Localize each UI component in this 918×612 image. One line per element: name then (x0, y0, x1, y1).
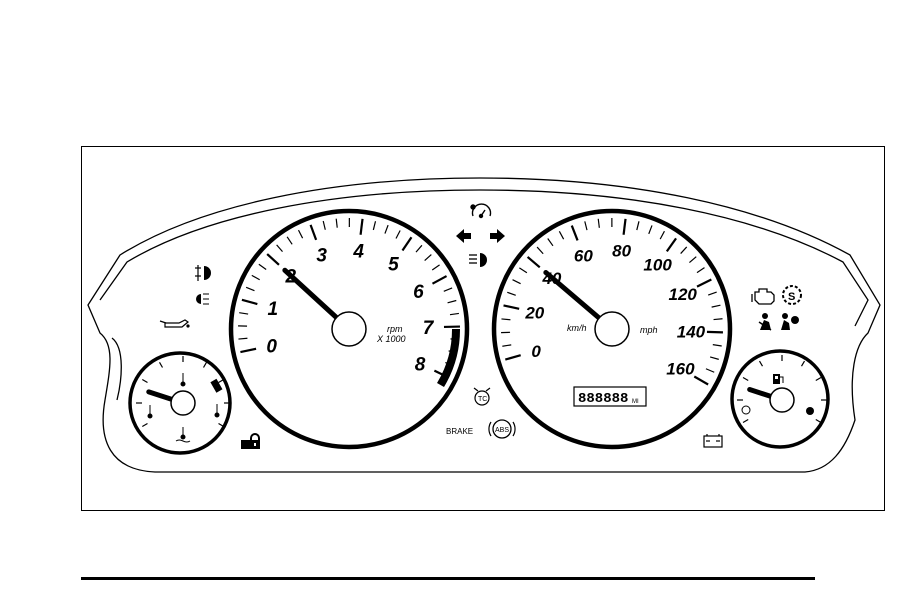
fuel-gauge (732, 351, 828, 447)
front-fog-icon (195, 265, 211, 281)
traction-control-icon: TC (474, 388, 490, 405)
turn-left-arrow-icon (456, 229, 471, 243)
speedometer-tick-label: 20 (524, 303, 544, 322)
speedometer-tick (714, 319, 723, 320)
speedometer-tick-label: 0 (531, 342, 541, 361)
svg-text:S: S (788, 291, 795, 303)
tachometer-tick-label: 5 (388, 255, 399, 276)
tachometer: 012345678 rpm X 1000 (231, 211, 467, 447)
tachometer-tick-label: 0 (266, 336, 277, 357)
tachometer-tick-label: 3 (316, 246, 327, 267)
oil-can-icon (160, 320, 189, 327)
tachometer-tick-label: 1 (267, 299, 278, 320)
battery-icon (704, 434, 722, 447)
service-icon: S (783, 286, 801, 304)
speedometer-tick-label: 100 (643, 256, 672, 275)
security-lock-icon (241, 434, 260, 449)
speedometer-tick-label: 60 (574, 246, 593, 265)
fuel-empty-marker (742, 406, 750, 414)
fuel-full-marker (806, 407, 814, 415)
kmh-unit-label: km/h (567, 323, 587, 333)
abs-icon: ABS (489, 420, 515, 438)
odometer-unit: MI (632, 399, 639, 405)
speedometer: 020406080100120140160 km/h mph 888888 MI (494, 211, 730, 447)
airbag-icon (781, 313, 799, 330)
speedometer-tick-label: 140 (677, 323, 706, 342)
odometer-display: 888888 (578, 391, 628, 407)
speedometer-tick-label: 160 (666, 360, 695, 379)
brake-warning-label: BRAKE (446, 427, 473, 436)
speedometer-tick (501, 319, 510, 320)
turn-right-arrow-icon (490, 229, 505, 243)
tachometer-hub (332, 312, 366, 346)
tachometer-tick (238, 338, 247, 339)
svg-text:ABS: ABS (495, 427, 509, 434)
rpm-multiplier-label: X 1000 (376, 334, 406, 344)
temperature-gauge (130, 353, 230, 453)
svg-text:TC: TC (478, 396, 487, 403)
rpm-unit-label: rpm (387, 324, 403, 334)
speedometer-hub (595, 312, 629, 346)
tachometer-tick-label: 7 (423, 318, 435, 339)
cruise-icon (471, 204, 491, 217)
tachometer-tick-label: 4 (352, 241, 364, 262)
speedometer-tick-label: 120 (669, 285, 698, 304)
odometer: 888888 MI (574, 387, 646, 407)
high-beam-icon (469, 253, 487, 267)
mph-unit-label: mph (640, 325, 658, 335)
seatbelt-icon (759, 313, 771, 330)
tachometer-tick-label: 6 (413, 282, 424, 303)
rear-fog-icon (196, 294, 209, 304)
speedometer-tick-label: 80 (612, 242, 631, 261)
check-engine-icon (752, 289, 774, 304)
tachometer-tick-label: 8 (415, 354, 426, 375)
